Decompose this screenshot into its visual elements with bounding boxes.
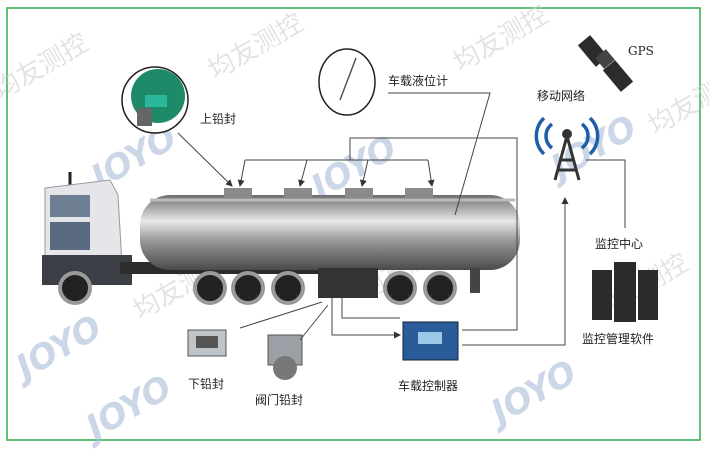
upper-seal-image — [121, 66, 189, 134]
gps-label: GPS — [628, 44, 654, 58]
mobile-network-label: 移动网络 — [537, 88, 585, 103]
frame-border — [6, 7, 701, 441]
monitor-software-label: 监控管理软件 — [582, 331, 654, 346]
cell-tower-icon — [534, 116, 600, 181]
watermark-cn: 均友测控 — [0, 28, 94, 106]
vehicle-controller-image — [402, 321, 459, 361]
lower-seal-label: 下铅封 — [188, 377, 224, 391]
watermark-en: JOYO — [479, 352, 583, 435]
tank-body — [140, 188, 520, 298]
monitor-center-label: 监控中心 — [595, 236, 643, 251]
level-gauge-label: 车载液位计 — [388, 73, 448, 88]
gps-satellite-icon — [577, 35, 634, 92]
upper-seal-label: 上铅封 — [200, 112, 236, 126]
watermark-cn: 均友测控 — [449, 0, 554, 78]
watermark-en: JOYO — [74, 367, 178, 450]
tank-domes — [224, 188, 433, 198]
lower-seal-image — [187, 329, 227, 357]
valve-box — [318, 268, 378, 298]
watermark-en: JOYO — [4, 307, 108, 390]
valve-seal-label: 阀门铅封 — [255, 392, 303, 407]
watermark-cn: 均友测控 — [644, 63, 709, 141]
wheels — [58, 271, 457, 305]
valve-seal-image — [267, 334, 303, 380]
controller-label: 车载控制器 — [398, 378, 458, 393]
server-icon — [592, 262, 658, 322]
watermark-cn: 均友测控 — [204, 8, 309, 86]
level-gauge-image — [318, 48, 376, 116]
